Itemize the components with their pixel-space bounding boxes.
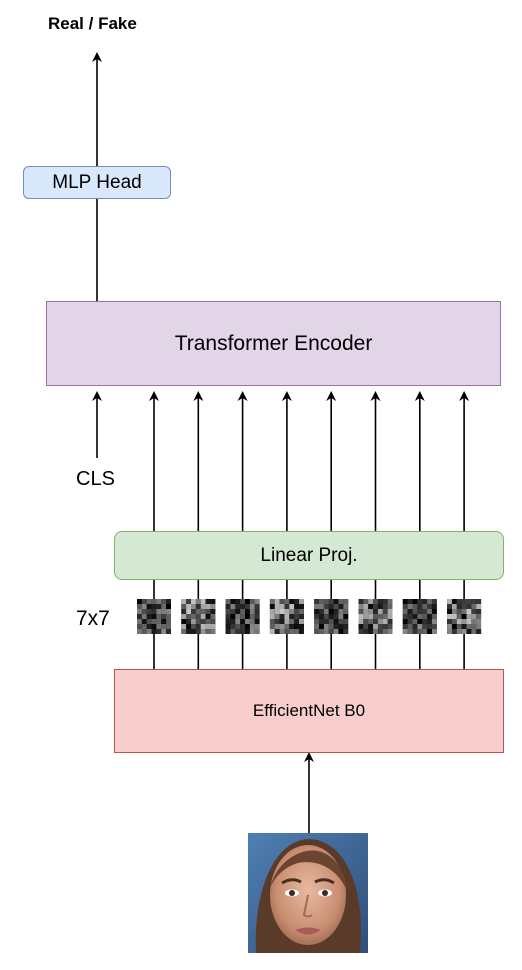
feature-patch-5 <box>314 599 349 634</box>
feature-patch-2 <box>181 599 216 634</box>
cls-token-label: CLS <box>76 468 115 490</box>
linear-projection-label: Linear Proj. <box>260 544 358 566</box>
feature-patch-7 <box>402 599 437 634</box>
feature-patch-6 <box>358 599 393 634</box>
patch-size-label: 7x7 <box>76 607 110 630</box>
transformer-encoder-label: Transformer Encoder <box>174 331 373 355</box>
mlp-head-label: MLP Head <box>52 171 142 193</box>
efficientnet-label: EfficientNet B0 <box>252 701 366 720</box>
linear-projection-block: Linear Proj. <box>114 531 504 580</box>
feature-patch-3 <box>225 599 260 634</box>
connectors <box>92 52 470 833</box>
feature-patch-8 <box>447 599 482 634</box>
feature-patches <box>137 599 482 634</box>
feature-patch-4 <box>269 599 304 634</box>
input-face-image <box>248 833 368 953</box>
output-label: Real / Fake <box>48 14 137 33</box>
mlp-head-block: MLP Head <box>23 166 171 199</box>
transformer-encoder-block: Transformer Encoder <box>46 301 501 386</box>
efficientnet-block: EfficientNet B0 <box>114 669 504 753</box>
feature-patch-1 <box>137 599 171 634</box>
